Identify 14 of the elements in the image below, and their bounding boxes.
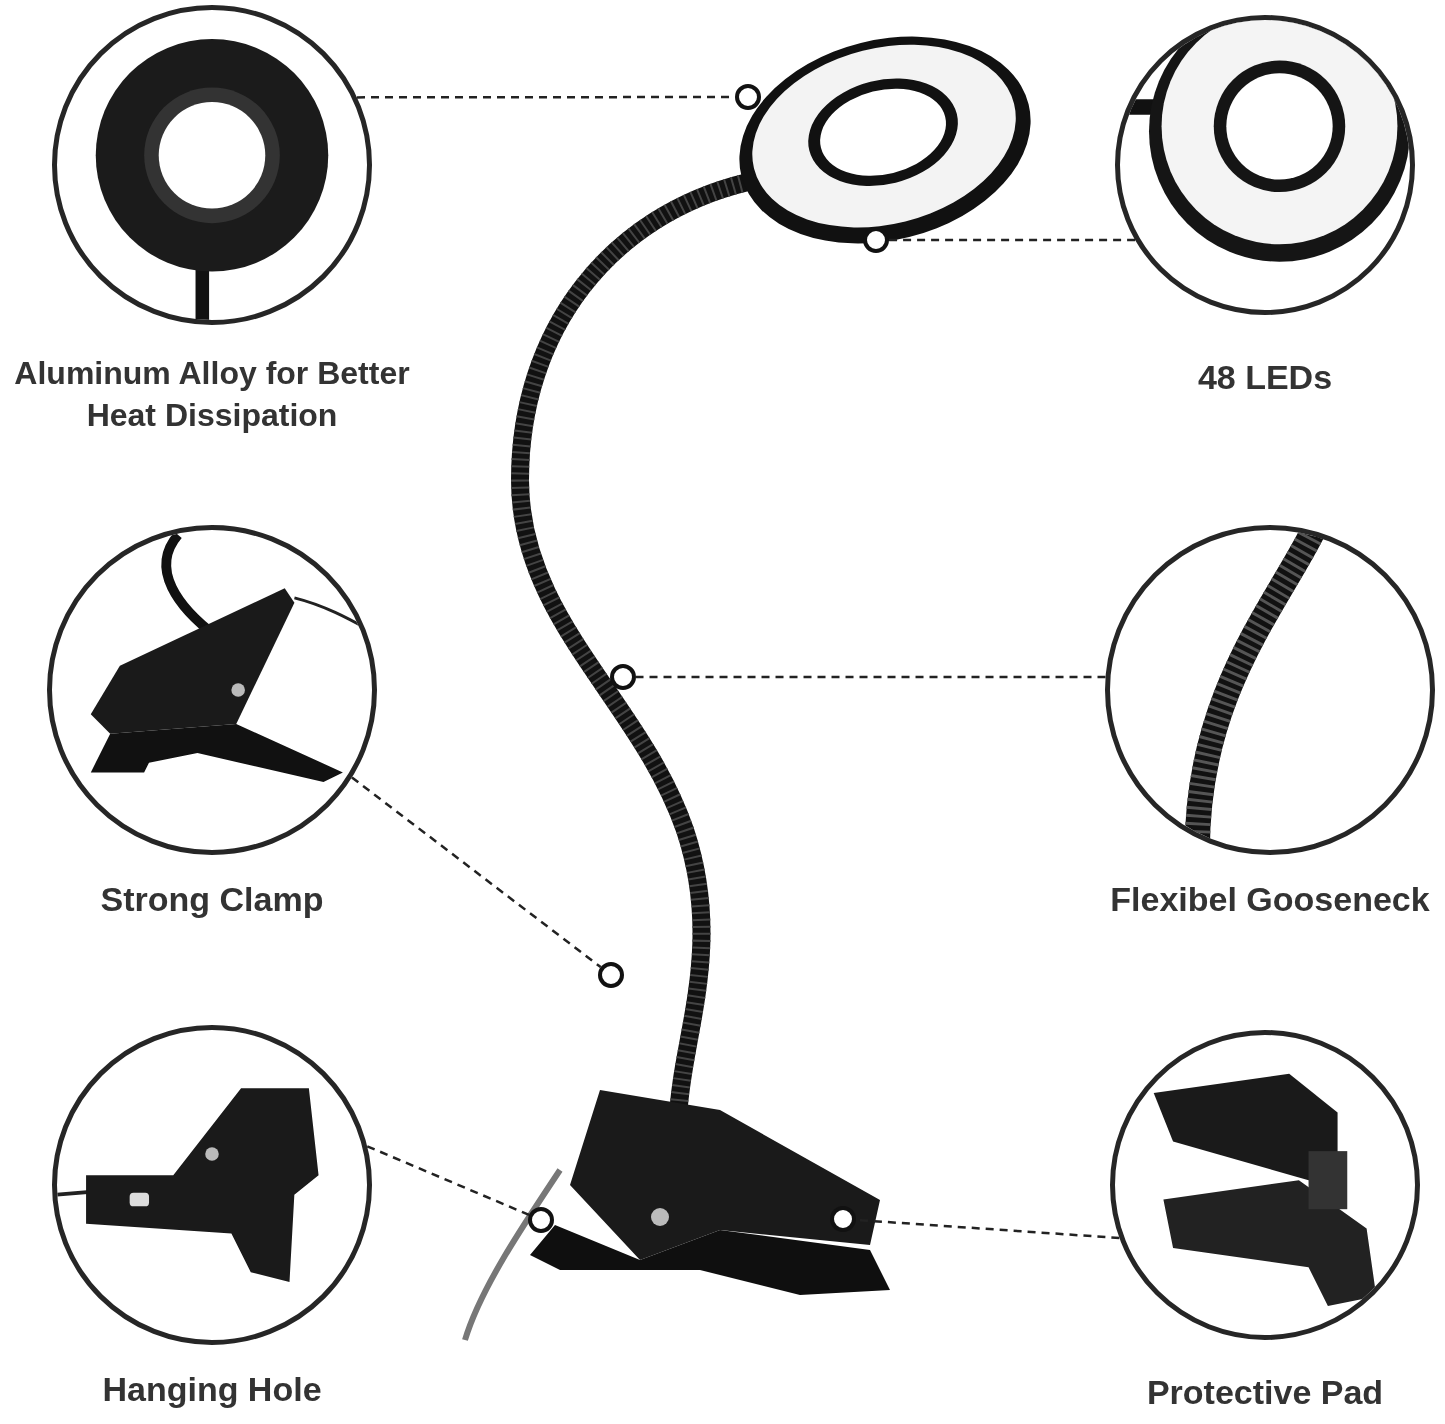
leader-line [351, 776, 602, 969]
marker-ring [598, 962, 624, 988]
marker-ring [735, 84, 761, 110]
feature-caption: Strong Clamp [100, 879, 324, 920]
marker-ring [528, 1207, 554, 1233]
marker-ring [610, 664, 636, 690]
feature-caption: Hanging Hole [102, 1369, 322, 1410]
feature-caption: Protective Pad [1146, 1372, 1384, 1413]
leader-line [889, 238, 1136, 242]
leader-line [366, 1145, 530, 1217]
feature-caption: Flexibel Gooseneck [1110, 879, 1430, 920]
feature-caption: Aluminum Alloy for Better Heat Dissipation [13, 354, 411, 435]
leader-line [636, 675, 1106, 679]
feature-caption: 48 LEDs [1197, 357, 1333, 398]
